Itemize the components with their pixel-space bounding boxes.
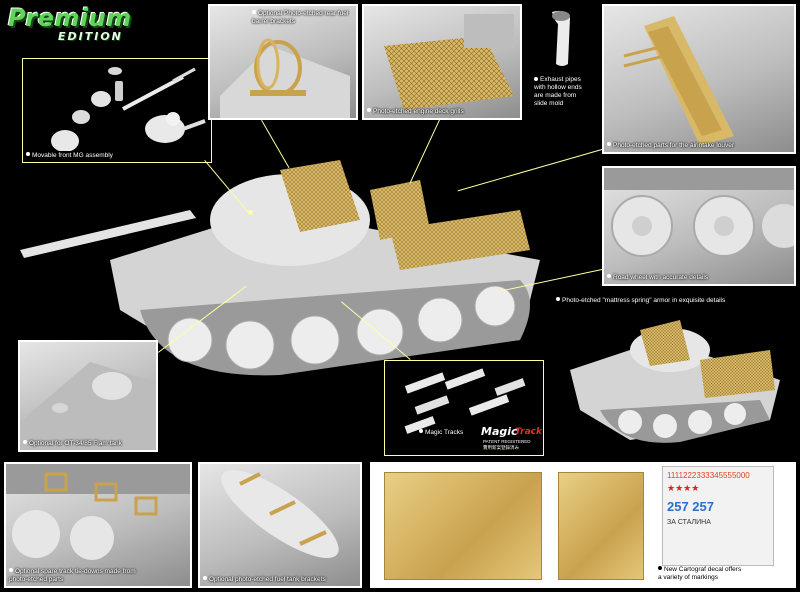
road-wheel-caption: Road wheel with accurate details xyxy=(607,274,708,282)
mattress-caption: Photo-etched "mattress spring" armor in … xyxy=(556,297,725,305)
airintake-illustration xyxy=(623,16,734,146)
photo-etch-fret-small xyxy=(558,472,644,580)
exhaust-section: Exhaust pipes with hollow ends are made … xyxy=(528,4,598,120)
decal-numbers-row: 1111222333345555000 xyxy=(667,471,750,480)
ot34-illustration xyxy=(20,362,156,450)
leader-dot-mg xyxy=(248,210,253,215)
magic-track-logo: Magic Track PATENT REGISTERED 實用新案登錄済み xyxy=(481,425,542,450)
mattress-tank-illustration xyxy=(570,320,780,443)
mg-assembly-section: Movable front MG assembly xyxy=(22,58,212,163)
fuel-barrel-caption: Optional Photo-etched rear fuel barrel b… xyxy=(252,10,349,25)
spare-track-illustration xyxy=(6,464,190,560)
magic-tracks-illustration xyxy=(404,368,526,434)
road-wheel-illustration xyxy=(604,168,794,257)
premium-edition-logo: Premium EDITION xyxy=(8,4,138,50)
photo-etch-panel: 1111222333345555000 ★★★★ 257 257 ЗА СТАЛ… xyxy=(370,462,796,588)
fuel-tank-caption: Optional photo-etched fuel tank brackets xyxy=(203,576,326,584)
mg-parts-illustration xyxy=(51,67,206,151)
mg-caption: Movable front MG assembly xyxy=(26,152,113,160)
airintake-panel: Photo-etched parts for the airintake lou… xyxy=(602,4,796,154)
logo-premium-text: Premium xyxy=(8,4,132,32)
fuel-barrel-panel: Optional Photo-etched rear fuel barrel b… xyxy=(208,4,358,120)
exhaust-pipe-illustration xyxy=(552,10,570,66)
deck-grills-panel: Photo-etched engine deck grills xyxy=(362,4,522,120)
road-wheel-panel: Road wheel with accurate details xyxy=(602,166,796,286)
logo-edition-text: EDITION xyxy=(58,30,123,43)
airintake-caption: Photo-etched parts for the airintake lou… xyxy=(607,142,734,150)
photo-etch-fret-large xyxy=(384,472,542,580)
decal-script: ЗА СТАЛИНА xyxy=(667,519,711,526)
cartograf-caption: New Cartograf decal offers a variety of … xyxy=(658,566,742,581)
fuel-barrel-illustration xyxy=(220,38,350,118)
decal-big-number: 257 257 xyxy=(667,499,714,514)
cartograf-decal-sheet: 1111222333345555000 ★★★★ 257 257 ЗА СТАЛ… xyxy=(662,466,774,566)
spare-track-caption: Optional spare track tie-downs made from… xyxy=(9,568,136,583)
magic-tracks-section: Magic Tracks Magic Track PATENT REGISTER… xyxy=(384,360,544,456)
spare-track-panel: Optional spare track tie-downs made from… xyxy=(4,462,192,588)
ot34-panel: Optional for OT-34/85 Flam tank xyxy=(18,340,158,452)
ot34-caption: Optional for OT-34/85 Flam tank xyxy=(23,440,122,448)
magic-tracks-caption: Magic Tracks xyxy=(419,429,463,437)
deck-grills-illustration xyxy=(384,14,514,110)
decal-stars: ★★★★ xyxy=(667,483,700,493)
deck-grills-caption: Photo-etched engine deck grills xyxy=(367,108,464,116)
exhaust-caption: Exhaust pipes with hollow ends are made … xyxy=(534,76,582,107)
fuel-tank-illustration xyxy=(221,469,339,559)
fuel-tank-panel: Optional photo-etched fuel tank brackets xyxy=(198,462,362,588)
